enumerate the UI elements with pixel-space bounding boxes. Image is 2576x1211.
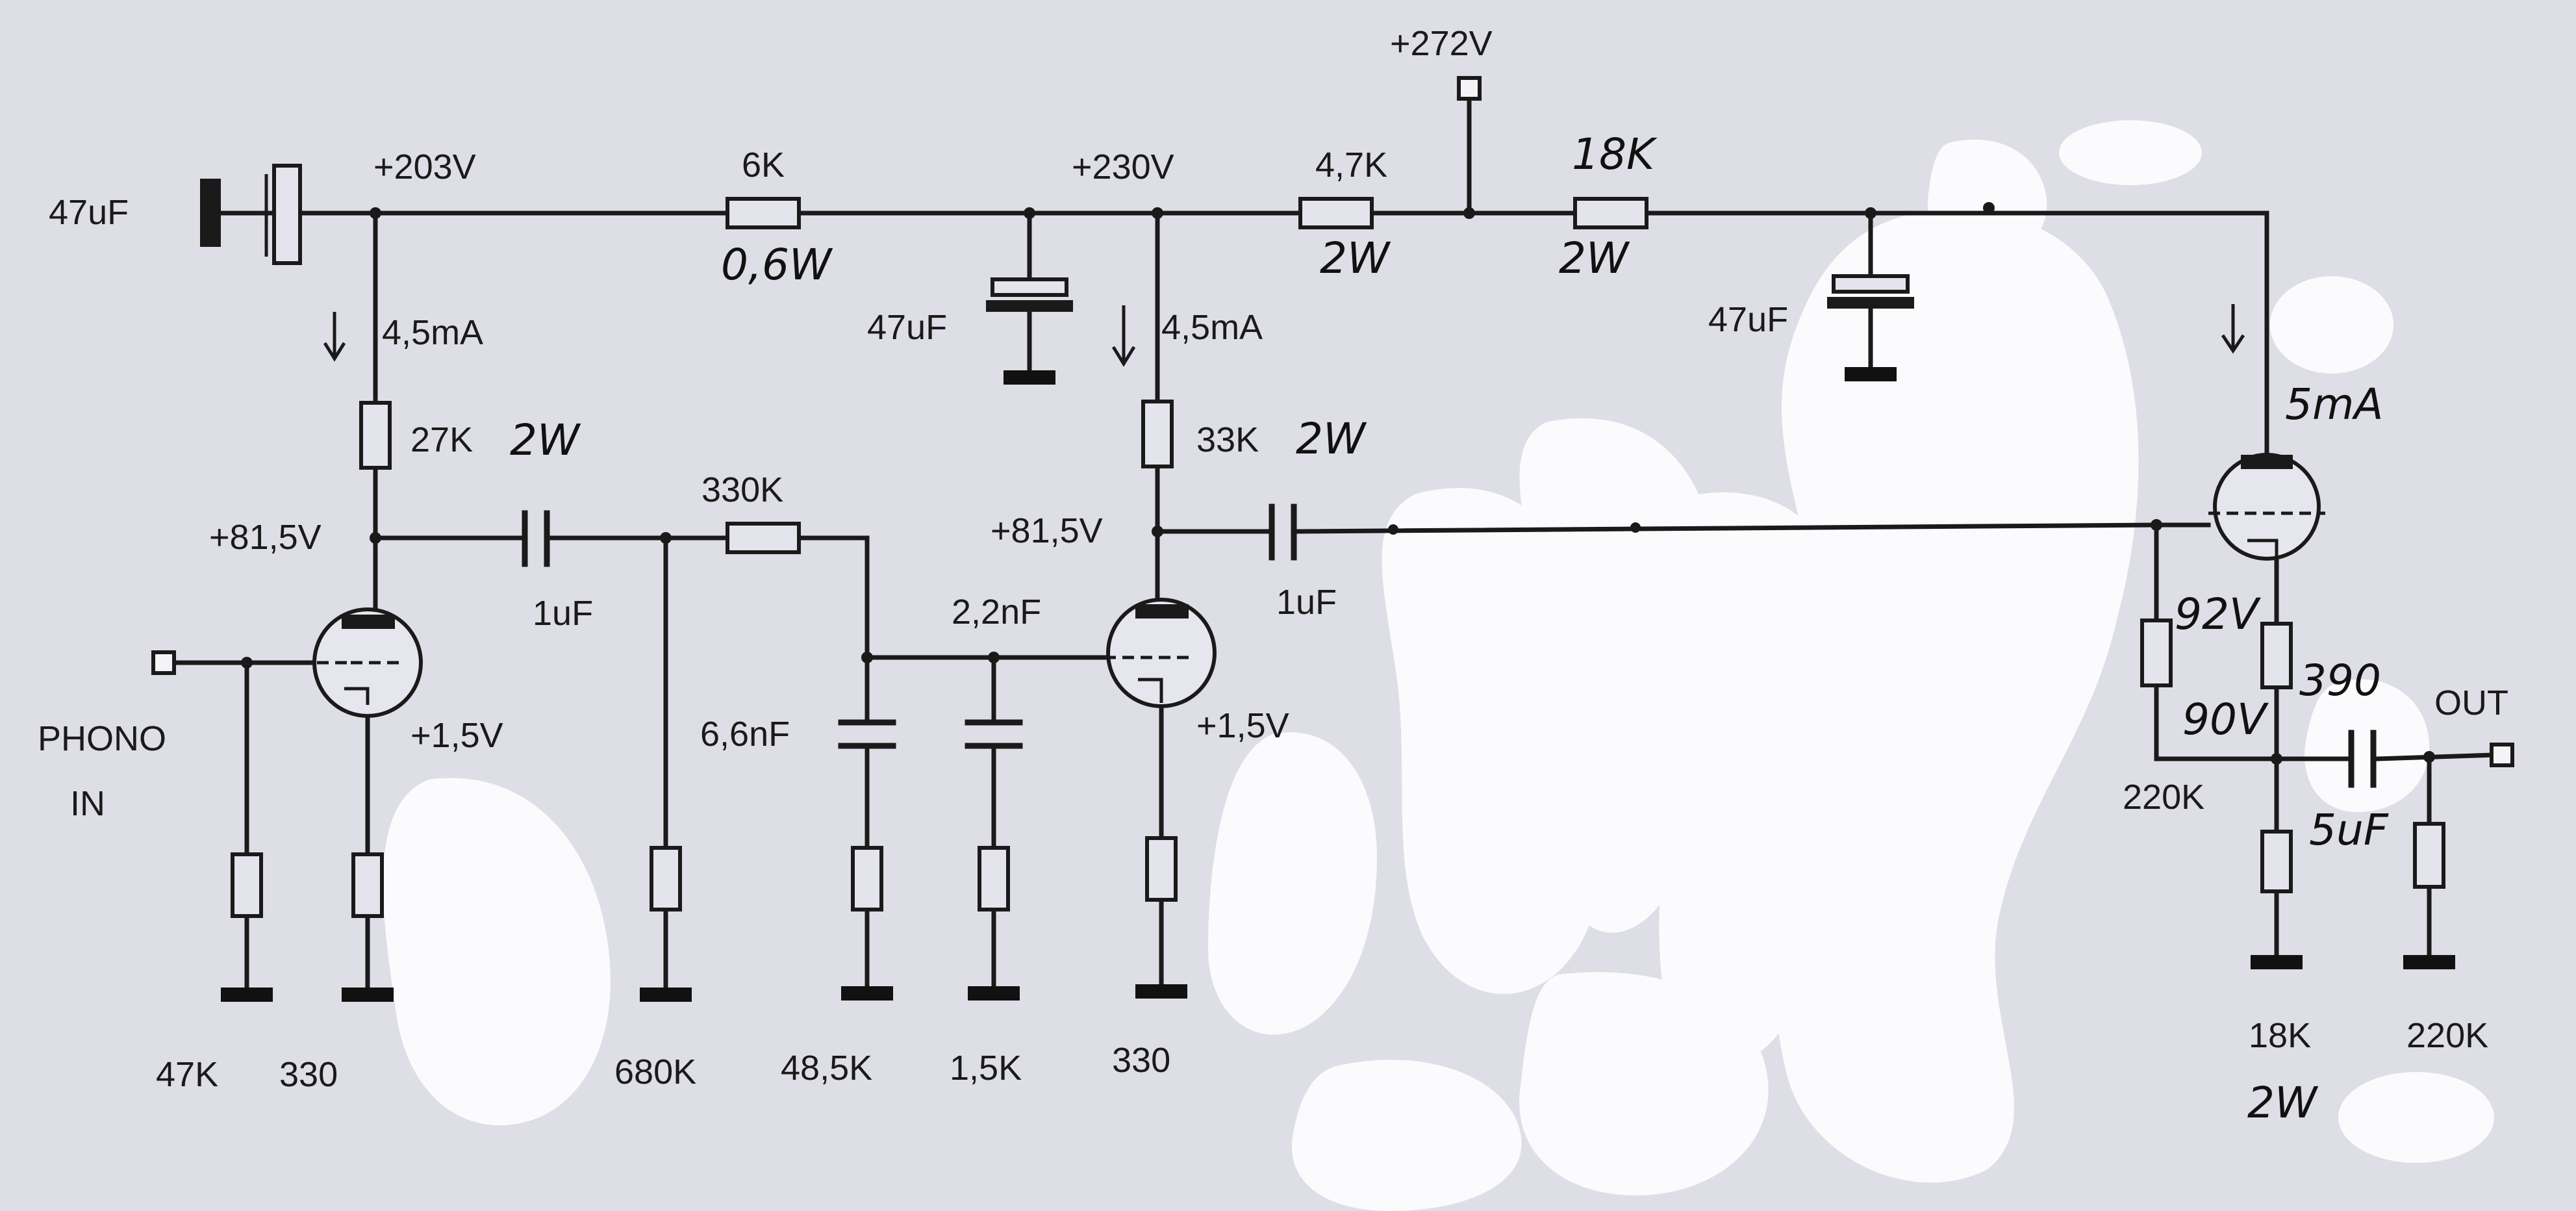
resistor-330-stage1 [351,852,384,918]
label-phono-line1: PHONO [38,719,166,758]
label-stage2-anode-v: +81,5V [991,511,1103,550]
resistor-1-5k [978,846,1010,911]
label-stage1-anode-r-power: 2W [510,415,581,465]
resistor-4-7k [1298,197,1374,229]
label-6k: 6K [742,146,785,185]
coupling-capacitor-1uf-stage2 [1269,504,1297,561]
tube-stage1 [312,607,423,718]
label-stage3-current: 5mA [2285,379,2383,429]
label-stage3-cathode-r: 390 [2299,656,2381,706]
coupling-capacitor-1uf-stage1 [522,510,550,567]
label-riaa-r1: 48,5K [781,1049,872,1088]
label-18k-series: 18K [1572,129,1658,179]
label-stage2-cathode-r: 330 [1112,1041,1170,1080]
label-stage2-anode-r-power: 2W [1296,414,1367,464]
label-stage3-grid-r: 220K [2123,778,2204,817]
decoupling-capacitor-47uf-2 [1827,274,1914,309]
label-stage1-anode-v: +81,5V [209,518,322,557]
label-riaa-c2: 2,2nF [952,593,1041,631]
label-stage2-cathode-v: +1,5V [1196,706,1289,745]
label-riaa-r2: 1,5K [950,1049,1022,1088]
label-18k-series-power: 2W [1559,233,1630,283]
label-supply-272v: +272V [1390,24,1493,63]
label-stage2-coupling-cap: 1uF [1276,583,1337,622]
resistor-220k-out [2413,822,2445,889]
resistor-220k-grid [2140,618,2173,687]
label-stage3-out-cap: 5uF [2309,805,2389,855]
label-decoupling-c1: 47uF [867,308,947,347]
label-stage1-coupling-cap: 1uF [533,594,593,633]
resistor-680k [650,846,682,911]
resistor-48-5k [851,846,883,911]
resistor-330k [726,522,801,554]
label-stage3-load-r-power: 2W [2247,1078,2319,1128]
label-riaa-series-r: 330K [701,470,783,509]
label-riaa-c1: 6,6nF [700,715,790,754]
label-supply-230v: +230V [1072,147,1174,186]
decoupling-capacitor-47uf-1 [986,277,1073,312]
label-stage1-grid-r: 47K [156,1055,218,1094]
label-4-7k-power: 2W [1320,233,1391,283]
label-riaa-grid-r: 680K [614,1052,696,1091]
capacitor-6-6nf [838,719,896,749]
input-capacitor-47uf [200,164,302,265]
label-stage3-out: OUT [2434,683,2508,722]
label-decoupling-c2: 47uF [1708,300,1788,339]
label-stage2-anode-r: 33K [1196,420,1259,459]
labels: +272V +203V +230V 47uF 6K 0,6W 4,7K 2W 1… [38,24,2508,1128]
tube-stage2 [1104,598,1217,708]
wiring [168,88,2497,993]
out-terminal [2490,743,2514,767]
label-stage1-cathode-v: +1,5V [410,716,503,755]
resistor-33k [1141,400,1174,468]
label-4-7k: 4,7K [1315,146,1387,185]
resistor-330-stage2 [1145,836,1178,902]
resistor-390 [2260,622,2293,689]
capacitor-2-2nf [965,719,1023,749]
resistor-6k [726,197,801,229]
phono-in-terminal [151,650,176,675]
resistor-18k-load [2260,830,2293,893]
ground-symbols [221,367,2455,1002]
resistor-27k [359,401,392,470]
label-stage3-cathode-v: 92V [2175,589,2261,639]
paint-blotches [383,120,2494,1211]
label-stage3-out-v: 90V [2182,695,2269,745]
label-input-cap: 47uF [49,193,129,232]
label-stage1-cathode-r: 330 [279,1055,338,1094]
junction-nodes [241,202,2435,765]
resistor-18k-series [1573,197,1648,229]
label-stage3-out-r: 220K [2406,1016,2488,1055]
supply-terminal-272v [1457,76,1482,101]
label-stage3-load-r: 18K [2249,1016,2311,1055]
output-capacitor-5uf [2348,730,2377,788]
label-stage1-current: 4,5mA [382,313,483,352]
tube-stage3 [2208,453,2325,561]
current-arrows [323,304,2245,367]
label-phono-line2: IN [70,784,105,823]
label-stage1-anode-r: 27K [410,420,473,459]
resistor-47k [231,852,263,918]
label-6k-power: 0,6W [721,240,833,290]
label-stage2-current: 4,5mA [1161,308,1263,347]
label-supply-203v: +203V [373,147,476,186]
